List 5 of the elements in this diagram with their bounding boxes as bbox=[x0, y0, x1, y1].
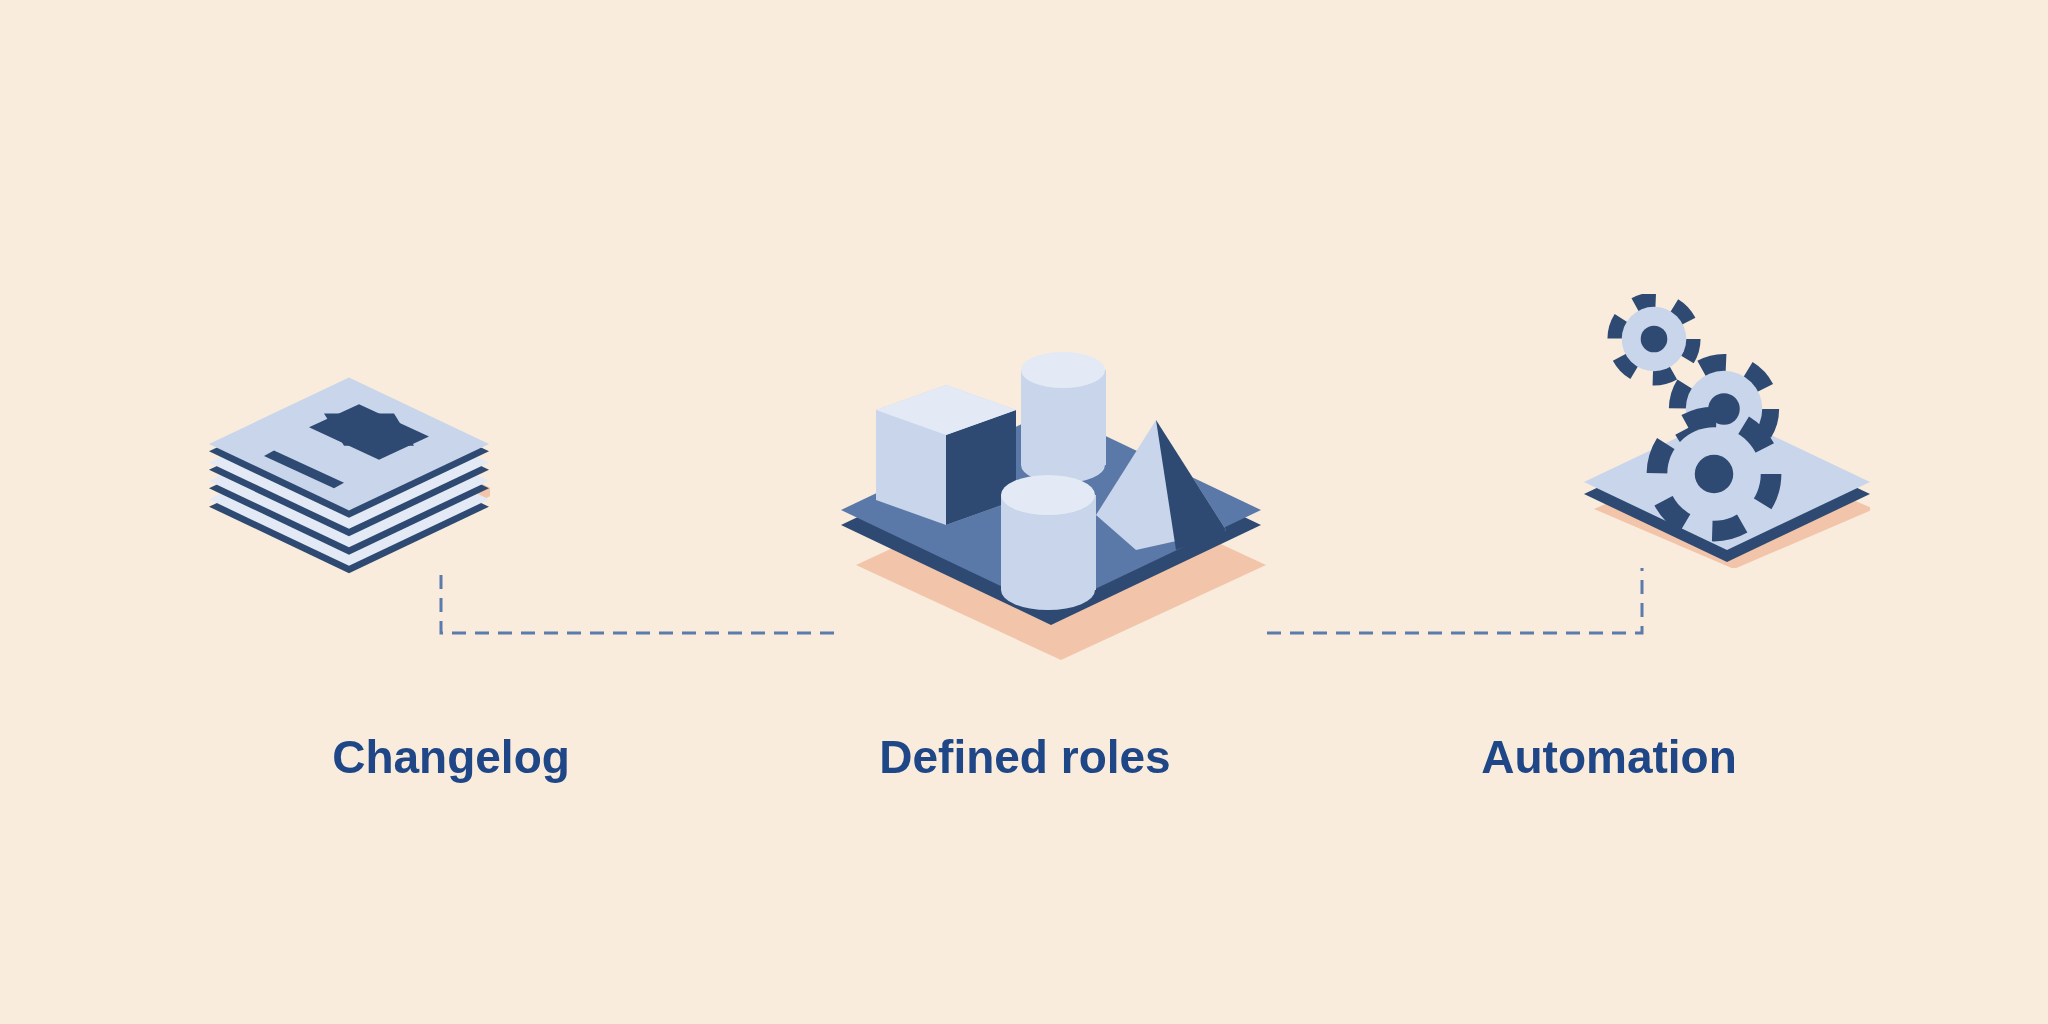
caption-text: Defined roles bbox=[879, 730, 1171, 784]
caption-text: Automation bbox=[1481, 730, 1737, 784]
dashed-connector bbox=[1265, 568, 1644, 635]
gears-platform-drawing bbox=[1584, 294, 1870, 568]
caption-text: Changelog bbox=[332, 730, 570, 784]
